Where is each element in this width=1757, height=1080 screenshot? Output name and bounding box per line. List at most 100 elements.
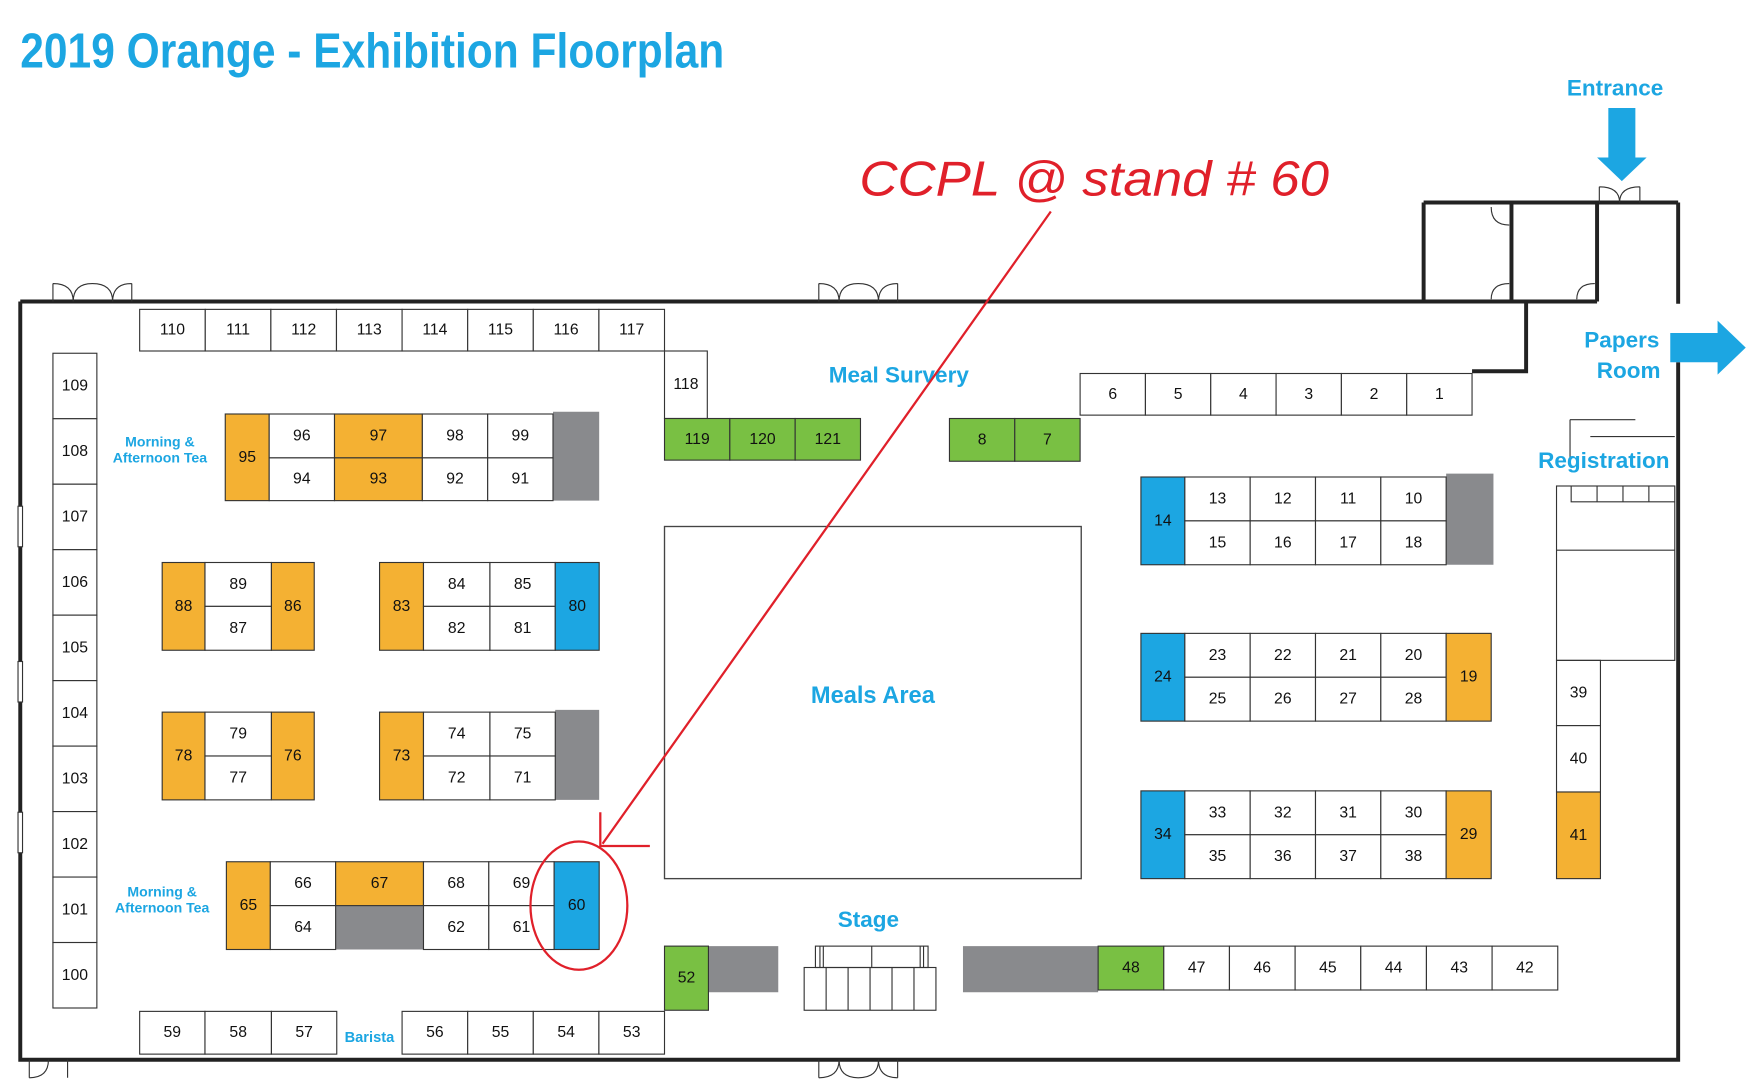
stand-113[interactable]: 113: [335, 308, 403, 352]
stand-53[interactable]: 53: [598, 1010, 666, 1055]
stand-11[interactable]: 11: [1314, 476, 1382, 522]
stand-116[interactable]: 116: [532, 308, 600, 352]
stand-20[interactable]: 20: [1380, 632, 1447, 678]
stand-42[interactable]: 42: [1491, 945, 1559, 991]
stand-69[interactable]: 69: [488, 861, 555, 907]
stand-105[interactable]: 105: [52, 614, 98, 682]
stand-94[interactable]: 94: [268, 457, 336, 502]
stand-44[interactable]: 44: [1360, 945, 1427, 991]
stand-55[interactable]: 55: [467, 1010, 534, 1055]
stand-106[interactable]: 106: [52, 549, 98, 616]
stand-41[interactable]: 41: [1555, 791, 1602, 880]
stand-19[interactable]: 19: [1445, 632, 1492, 722]
stand-10[interactable]: 10: [1380, 476, 1447, 522]
stand-14[interactable]: 14: [1140, 476, 1186, 566]
stand-91[interactable]: 91: [487, 457, 554, 502]
stand-27[interactable]: 27: [1314, 676, 1382, 722]
stand-110[interactable]: 110: [139, 308, 206, 352]
stand-89[interactable]: 89: [204, 561, 272, 607]
stand-102[interactable]: 102: [52, 811, 98, 878]
stand-38[interactable]: 38: [1380, 834, 1447, 880]
stand-62[interactable]: 62: [422, 905, 490, 951]
stand-76[interactable]: 76: [270, 711, 315, 801]
stand-7[interactable]: 7: [1014, 417, 1081, 462]
stand-93[interactable]: 93: [333, 457, 423, 502]
stand-65[interactable]: 65: [225, 861, 271, 951]
stand-24[interactable]: 24: [1140, 632, 1186, 722]
stand-21[interactable]: 21: [1314, 632, 1382, 678]
stand-67[interactable]: 67: [335, 861, 425, 907]
stand-32[interactable]: 32: [1249, 790, 1317, 836]
stand-17[interactable]: 17: [1314, 520, 1382, 566]
stand-98[interactable]: 98: [421, 413, 489, 459]
stand-84[interactable]: 84: [422, 561, 491, 607]
stand-46[interactable]: 46: [1228, 945, 1296, 991]
stand-117[interactable]: 117: [598, 308, 666, 352]
stand-99[interactable]: 99: [487, 413, 554, 459]
stand-79[interactable]: 79: [204, 711, 272, 757]
stand-37[interactable]: 37: [1314, 834, 1382, 880]
stand-35[interactable]: 35: [1184, 834, 1251, 880]
stand-75[interactable]: 75: [489, 711, 556, 757]
stand-60[interactable]: 60: [553, 861, 600, 951]
stand-82[interactable]: 82: [422, 605, 491, 651]
stand-66[interactable]: 66: [269, 861, 337, 907]
stand-54[interactable]: 54: [532, 1010, 600, 1055]
stand-121[interactable]: 121: [794, 417, 862, 461]
stand-64[interactable]: 64: [269, 905, 337, 951]
stand-73[interactable]: 73: [378, 711, 425, 801]
stand-109[interactable]: 109: [52, 352, 98, 420]
stand-81[interactable]: 81: [489, 605, 556, 651]
stand-52[interactable]: 52: [663, 945, 709, 1011]
stand-86[interactable]: 86: [270, 561, 315, 651]
stand-2[interactable]: 2: [1340, 372, 1408, 416]
stand-26[interactable]: 26: [1249, 676, 1317, 722]
stand-74[interactable]: 74: [422, 711, 491, 757]
stand-45[interactable]: 45: [1294, 945, 1362, 991]
stand-31[interactable]: 31: [1314, 790, 1382, 836]
stand-97[interactable]: 97: [333, 413, 423, 459]
stand-78[interactable]: 78: [161, 711, 206, 801]
stand-4[interactable]: 4: [1210, 372, 1277, 416]
stand-15[interactable]: 15: [1184, 520, 1251, 566]
stand-88[interactable]: 88: [161, 561, 206, 651]
stand-25[interactable]: 25: [1184, 676, 1251, 722]
stand-77[interactable]: 77: [204, 755, 272, 801]
stand-103[interactable]: 103: [52, 745, 98, 813]
stand-16[interactable]: 16: [1249, 520, 1317, 566]
stand-107[interactable]: 107: [52, 483, 98, 551]
stand-72[interactable]: 72: [422, 755, 491, 801]
stand-34[interactable]: 34: [1140, 790, 1186, 880]
stand-101[interactable]: 101: [52, 876, 98, 944]
stand-119[interactable]: 119: [663, 417, 731, 461]
stand-56[interactable]: 56: [401, 1010, 469, 1055]
stand-48[interactable]: 48: [1097, 945, 1165, 991]
stand-47[interactable]: 47: [1163, 945, 1231, 991]
stand-114[interactable]: 114: [401, 308, 469, 352]
stand-85[interactable]: 85: [489, 561, 556, 607]
stand-118[interactable]: 118: [663, 350, 708, 420]
stand-115[interactable]: 115: [467, 308, 534, 352]
stand-87[interactable]: 87: [204, 605, 272, 651]
stand-58[interactable]: 58: [204, 1010, 272, 1055]
stand-96[interactable]: 96: [268, 413, 336, 459]
stand-108[interactable]: 108: [52, 418, 98, 485]
stand-29[interactable]: 29: [1445, 790, 1492, 880]
stand-3[interactable]: 3: [1275, 372, 1342, 416]
stand-6[interactable]: 6: [1079, 372, 1146, 416]
stand-100[interactable]: 100: [52, 941, 98, 1009]
stand-39[interactable]: 39: [1555, 659, 1602, 727]
stand-92[interactable]: 92: [421, 457, 489, 502]
stand-112[interactable]: 112: [270, 308, 338, 352]
stand-95[interactable]: 95: [224, 413, 270, 502]
stand-68[interactable]: 68: [422, 861, 490, 907]
stand-18[interactable]: 18: [1380, 520, 1447, 566]
stand-104[interactable]: 104: [52, 680, 98, 747]
stand-30[interactable]: 30: [1380, 790, 1447, 836]
stand-13[interactable]: 13: [1184, 476, 1251, 522]
stand-1[interactable]: 1: [1406, 372, 1473, 416]
stand-71[interactable]: 71: [489, 755, 556, 801]
stand-59[interactable]: 59: [139, 1010, 206, 1055]
stand-22[interactable]: 22: [1249, 632, 1317, 678]
stand-33[interactable]: 33: [1184, 790, 1251, 836]
